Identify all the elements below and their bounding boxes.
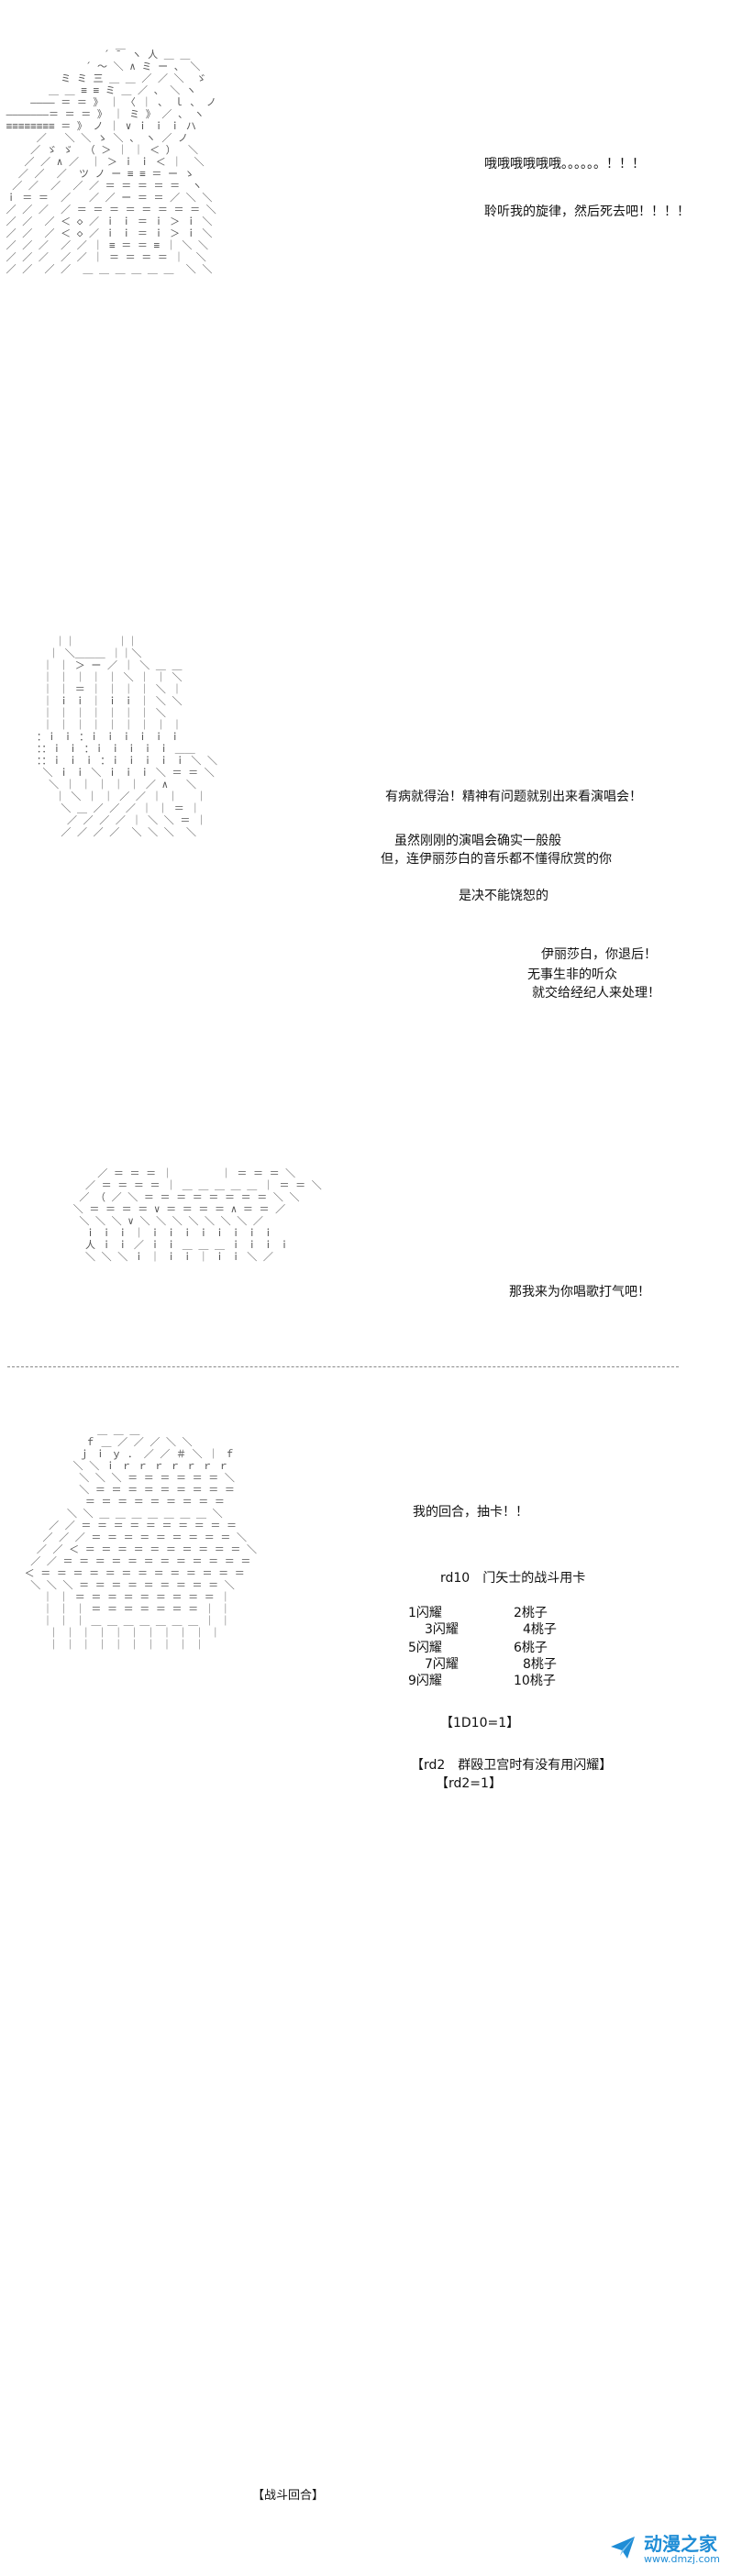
- dialogue-line: 就交给经纪人来处理！: [532, 986, 660, 1001]
- dice-result: 【1D10=1】: [440, 1716, 520, 1730]
- panel-2: ｜｜ ｜｜ ｜ ＼＿＿＿ ｜｜＼ ｜ ｜ ＞ ー ／ ｜ ＼ ＿ ＿ ｜ ｜ ｜…: [0, 605, 731, 1082]
- dialogue-line: 那我来为你唱歌打气吧！: [509, 1285, 650, 1299]
- dialogue-line: 有病就得治！精神有问题就别出来看演唱会！: [385, 790, 642, 804]
- card-item: 6桃子: [514, 1641, 548, 1655]
- ascii-art-figure-4: ＿ ＿ ＿ ｆ ＿ ／ ／ ／ ＼ ＼ ｊ ｉ ｙ ． ／ ／ ＃ ＼ ｜ ｆ …: [24, 1424, 257, 1651]
- dashed-divider: [7, 1366, 679, 1367]
- site-watermark: 动漫之家 www.dmzj.com: [609, 2534, 720, 2565]
- panel-4: ＿ ＿ ＿ ｆ ＿ ／ ／ ／ ＼ ＼ ｊ ｉ ｙ ． ／ ／ ＃ ＼ ｜ ｆ …: [0, 1376, 731, 2568]
- card-item: 4桃子: [523, 1622, 557, 1637]
- ascii-art-figure-1: ´ ̄￣ ヽ 人 ＿ ＿ ´ ～ ＼ ∧ ミ ー 、 ＼ ミ ミ 三 ＿ ＿ ／…: [6, 49, 216, 275]
- watermark-url: www.dmzj.com: [644, 2553, 720, 2565]
- card-item: 10桃子: [514, 1674, 556, 1688]
- dialogue-line: 但，连伊丽莎白的音乐都不懂得欣赏的你: [381, 852, 612, 867]
- card-item: 7闪耀: [425, 1657, 459, 1672]
- paper-plane-icon: [609, 2534, 637, 2565]
- card-item: 5闪耀: [408, 1641, 442, 1655]
- dialogue-line: 伊丽莎白，你退后！: [541, 947, 657, 962]
- card-item: 9闪耀: [408, 1674, 442, 1688]
- card-item: 1闪耀: [408, 1606, 442, 1620]
- dialogue-line: 哦哦哦哦哦哦。。。。。。！！！: [484, 157, 645, 171]
- card-item: 8桃子: [523, 1657, 557, 1672]
- dice-question: 【rd2 群殴卫宫时有没有用闪耀】: [411, 1758, 613, 1773]
- ascii-art-figure-3: ／ ＝ ＝ ＝ ｜ ｜ ＝ ＝ ＝ ＼ ／ ＝ ＝ ＝ ＝ ｜ ＿ ＿ ＿ ＿ …: [72, 1167, 322, 1263]
- card-item: 2桃子: [514, 1606, 548, 1620]
- dialogue-line: 我的回合，抽卡！！: [413, 1505, 528, 1520]
- dialogue-line: 无事生非的听众: [527, 967, 617, 982]
- watermark-title: 动漫之家: [644, 2533, 717, 2555]
- panel-1: ´ ̄￣ ヽ 人 ＿ ＿ ´ ～ ＼ ∧ ミ ー 、 ＼ ミ ミ 三 ＿ ＿ ／…: [0, 0, 731, 569]
- card-list-title: rd10 门矢士的战斗用卡: [440, 1571, 586, 1586]
- dialogue-line: 是决不能饶恕的: [459, 889, 548, 903]
- ascii-art-figure-2: ｜｜ ｜｜ ｜ ＼＿＿＿ ｜｜＼ ｜ ｜ ＞ ー ／ ｜ ＼ ＿ ＿ ｜ ｜ ｜…: [36, 636, 217, 838]
- dialogue-line: 聆听我的旋律，然后死去吧！！！！: [484, 205, 690, 219]
- dialogue-line: 虽然刚刚的演唱会确实一般般: [394, 834, 561, 848]
- panel-3: ／ ＝ ＝ ＝ ｜ ｜ ＝ ＝ ＝ ＼ ／ ＝ ＝ ＝ ＝ ｜ ＿ ＿ ＿ ＿ …: [0, 1155, 731, 1357]
- card-item: 3闪耀: [425, 1622, 459, 1637]
- dice-result: 【rd2=1】: [436, 1776, 502, 1791]
- battle-round-caption: 【战斗回合】: [252, 2489, 325, 2503]
